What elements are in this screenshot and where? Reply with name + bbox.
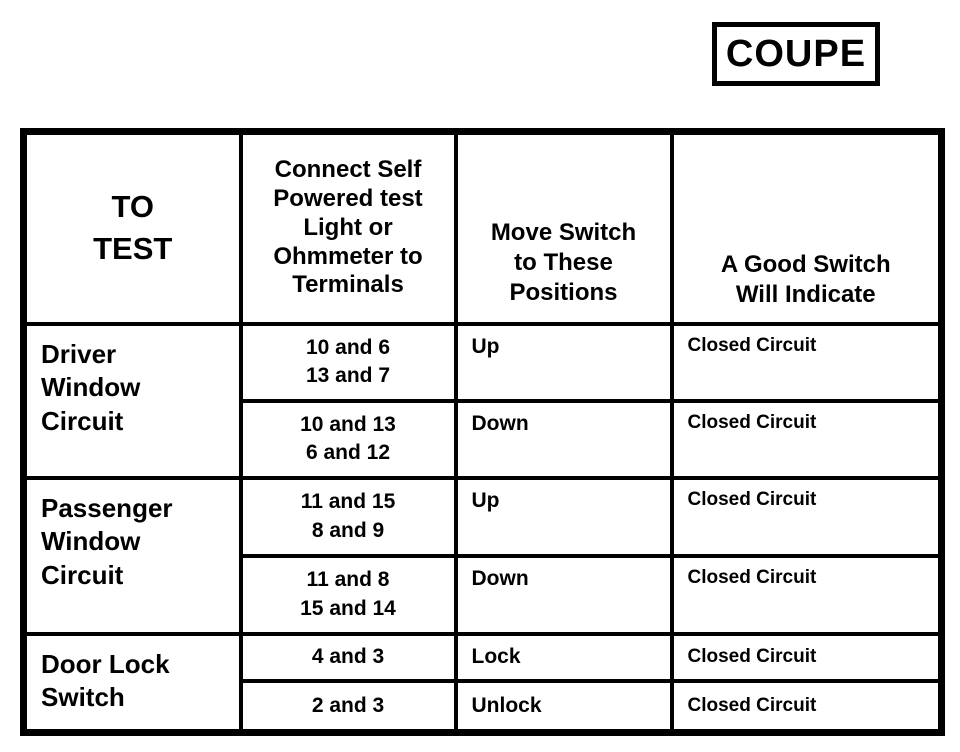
header-row: TO TEST Connect Self Powered test Light … — [21, 129, 944, 326]
terminals-cell: 10 and 6 13 and 7 — [238, 321, 458, 403]
indication-cell: Closed Circuit — [669, 678, 944, 735]
group-label-line: Window — [41, 526, 141, 557]
position-cell: Down — [453, 398, 674, 480]
terminals-cell: 4 and 3 — [238, 631, 458, 683]
indication-cell: Closed Circuit — [669, 475, 944, 558]
header-line: to These — [514, 248, 613, 276]
table-row: Driver Window Circuit 10 and 6 13 and 7 … — [21, 321, 944, 480]
terminal-pair: 10 and 6 — [305, 335, 391, 359]
terminal-pair: 11 and 8 — [306, 568, 390, 592]
position-cell: Unlock — [453, 678, 674, 735]
table-row: Door Lock Switch 4 and 3 Lock Closed Cir… — [21, 631, 944, 735]
header-line: Light or — [303, 213, 393, 241]
header-line: Terminals — [292, 271, 404, 299]
position-cell: Down — [453, 553, 674, 636]
terminals-cell: 11 and 15 8 and 9 — [238, 475, 458, 558]
header-line: Positions — [509, 278, 618, 306]
indication-cell: Closed Circuit — [669, 631, 944, 683]
position-cell: Lock — [453, 631, 674, 683]
terminal-pair: 15 and 14 — [300, 596, 396, 620]
indication-cell: Closed Circuit — [669, 398, 944, 480]
header-line: Ohmmeter to — [273, 242, 423, 270]
header-indicate: A Good Switch Will Indicate — [669, 129, 944, 326]
header-terminals: Connect Self Powered test Light or Ohmme… — [238, 129, 458, 326]
table-row: 2 and 3 Unlock Closed Circuit — [24, 678, 944, 735]
terminal-pair: 8 and 9 — [311, 518, 385, 542]
terminal-pair: 4 and 3 — [311, 644, 385, 668]
terminal-pair: 13 and 7 — [305, 364, 391, 387]
indication-cell: Closed Circuit — [669, 321, 944, 403]
group-label-line: Circuit — [41, 406, 124, 437]
table-row: 11 and 8 15 and 14 Down Closed Circuit — [24, 553, 944, 636]
model-badge-label: COUPE — [725, 33, 867, 75]
group-label-line: Passenger — [41, 492, 173, 523]
group-label-line: Circuit — [41, 560, 124, 591]
group-label-driver-window: Driver Window Circuit — [21, 321, 243, 480]
terminals-cell: 10 and 13 6 and 12 — [238, 398, 458, 480]
table-row: Passenger Window Circuit 11 and 15 8 and… — [21, 475, 944, 636]
table-row: 10 and 13 6 and 12 Down Closed Circuit — [24, 398, 944, 480]
terminal-pair: 6 and 12 — [305, 441, 391, 464]
terminals-cell: 2 and 3 — [238, 678, 458, 735]
terminal-pair: 10 and 13 — [300, 412, 396, 436]
terminal-pair: 11 and 15 — [300, 490, 396, 514]
header-to-test: TO TEST — [21, 129, 243, 326]
group-label-passenger-window: Passenger Window Circuit — [21, 475, 243, 636]
group-label-line: Driver — [41, 338, 117, 369]
position-cell: Up — [453, 475, 674, 558]
group-label-line: Switch — [41, 682, 125, 713]
terminal-pair: 2 and 3 — [311, 693, 385, 717]
header-line: TO — [111, 189, 155, 225]
model-badge: COUPE — [712, 22, 880, 86]
header-line: Powered test — [273, 185, 423, 213]
position-cell: Up — [453, 321, 674, 403]
group-label-door-lock: Door Lock Switch — [21, 631, 243, 735]
terminals-cell: 11 and 8 15 and 14 — [238, 553, 458, 636]
switch-test-table: TO TEST Connect Self Powered test Light … — [20, 128, 945, 736]
header-line: A Good Switch — [720, 250, 891, 278]
indication-cell: Closed Circuit — [669, 553, 944, 636]
header-line: TEST — [93, 231, 173, 267]
group-label-line: Door Lock — [41, 648, 170, 679]
header-line: Connect Self — [274, 156, 422, 184]
header-line: Move Switch — [490, 218, 637, 246]
header-line: Will Indicate — [735, 280, 876, 308]
header-positions: Move Switch to These Positions — [453, 129, 674, 326]
group-label-line: Window — [41, 372, 141, 403]
